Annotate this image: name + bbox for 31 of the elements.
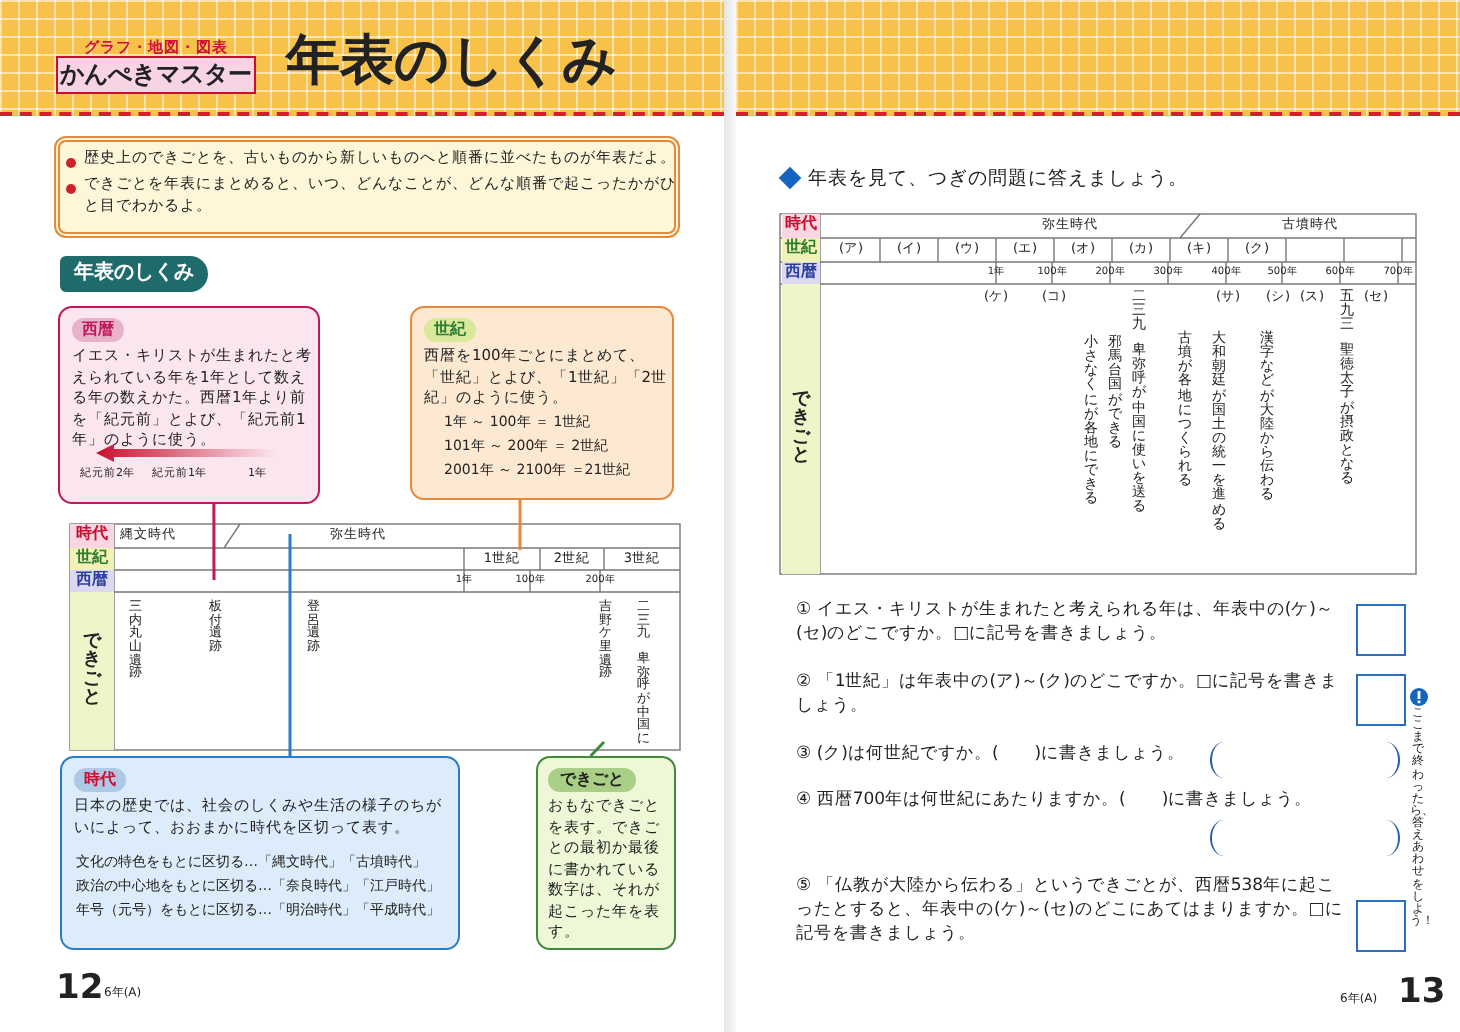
heading-badge: 世紀 — [424, 318, 476, 342]
question-text: ④ 西暦700年は何世紀にあたりますか。( )に書きましょう。 — [796, 790, 1315, 814]
leader-line — [589, 740, 606, 758]
callout-box — [410, 306, 674, 500]
row-header: 時代 — [782, 214, 820, 238]
leader-line — [288, 534, 292, 756]
page-title: 年表のしくみ — [286, 34, 618, 88]
page-number: 13 — [1398, 976, 1446, 1010]
row-header: 西暦 — [782, 262, 820, 284]
question-text: ② 「1世紀」は年表中の(ア)～(ク)のどこですか。□に記号を書きましょう。 — [796, 672, 1340, 720]
section-tab: 年表のしくみ — [60, 256, 208, 292]
series-badge: かんぺきマスター — [56, 56, 256, 94]
row-header: できごと — [782, 284, 820, 574]
leader-line — [518, 500, 522, 550]
row-header: 世紀 — [782, 238, 820, 262]
question-text: ⑤ 「仏教が大陸から伝わる」というできごとが、西暦538年に起こったとすると、年表中の(ケ)～(セ)のどこにあてはまりますか。□に記号を書きましょう。 — [796, 876, 1345, 948]
callout-box — [536, 756, 676, 950]
row-header: 世紀 — [70, 548, 114, 570]
row-header: できごと — [70, 592, 114, 750]
row-header: 西暦 — [70, 570, 114, 592]
question-text: ③ (ク)は何世紀ですか。( )に書きましょう。 — [796, 744, 1188, 768]
page-number: 12 — [56, 972, 104, 1006]
callout-box — [58, 306, 320, 504]
heading-badge: 時代 — [74, 768, 126, 792]
heading-badge: できごと — [548, 768, 636, 792]
row-header: 時代 — [70, 524, 114, 548]
callout-box — [60, 756, 460, 950]
heading-badge: 西暦 — [72, 318, 124, 342]
question-text: ① イエス・キリストが生まれたと考えられる年は、年表中の(ケ)～(セ)のどこですか。□に記号を書きましょう。 — [796, 600, 1336, 648]
leader-line — [212, 504, 216, 580]
instruction-text: 年表を見て、つぎの問題に答えましょう。 — [808, 166, 1190, 193]
